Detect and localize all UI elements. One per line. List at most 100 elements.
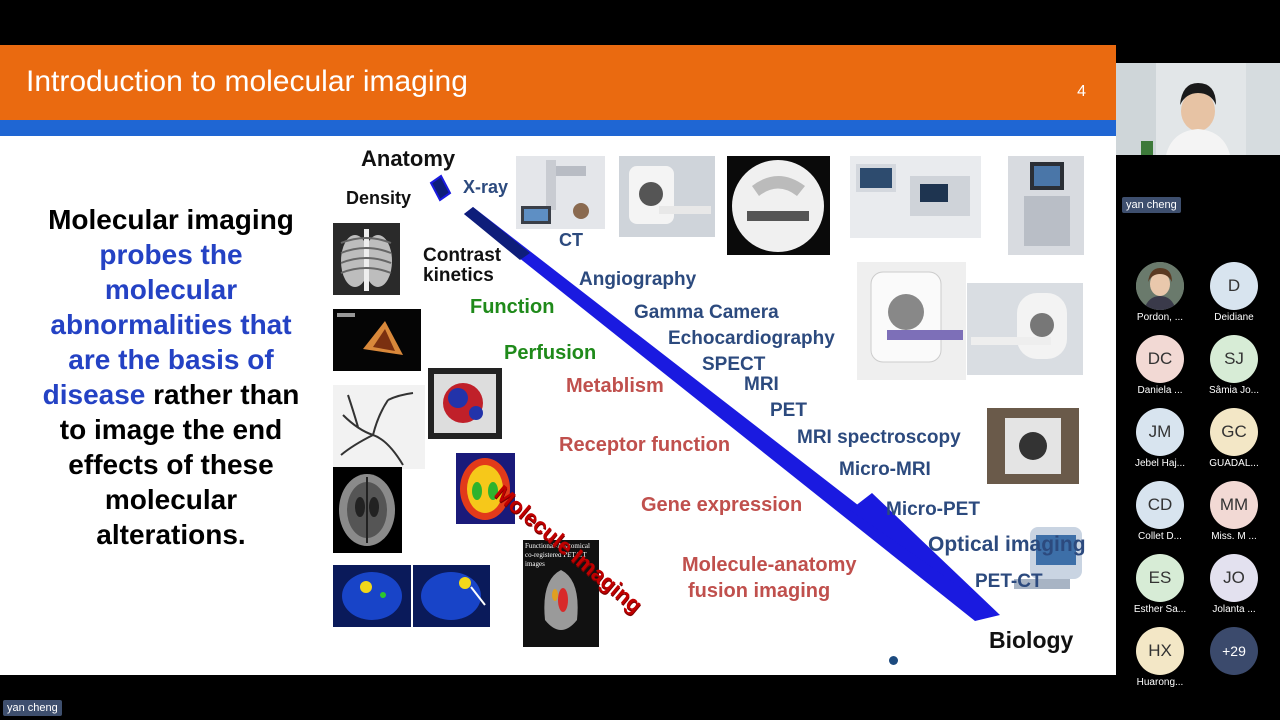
anatomy-biology-arrow xyxy=(429,174,1000,621)
echocardiogram-image xyxy=(333,309,421,371)
label-fusion-imaging: fusion imaging xyxy=(688,580,831,602)
cardiac-perfusion-image xyxy=(428,368,502,439)
chest-xray-image xyxy=(333,223,400,295)
label-contrast: Contrast xyxy=(423,245,502,266)
label-anatomy: Anatomy xyxy=(361,146,456,171)
label-perfusion: Perfusion xyxy=(504,342,597,364)
slide-stripe xyxy=(0,120,1116,136)
self-video-tile[interactable] xyxy=(1116,63,1280,155)
body-line: effects of these xyxy=(68,449,274,480)
body-line: molecular xyxy=(104,274,238,305)
pet-ct-mouse-image: Functional-Anatomical co-registered PET/… xyxy=(523,540,599,647)
pet-ct-caption: Functional-Anatomical co-registered PET/… xyxy=(525,542,590,568)
label-micro-pet: Micro-PET xyxy=(886,499,980,520)
brain-spect-image-2 xyxy=(413,565,490,627)
more-participants-button[interactable]: +29 xyxy=(1198,627,1270,675)
label-gamma-camera: Gamma Camera xyxy=(634,302,779,323)
label-xray: X-ray xyxy=(463,177,509,197)
angiogram-image xyxy=(333,385,425,469)
optical-imaging-system-image xyxy=(1010,523,1087,601)
self-name-label: yan cheng xyxy=(1122,197,1181,213)
participant-tile[interactable]: MM Miss. M ... xyxy=(1198,481,1270,542)
participant-avatar: SJ xyxy=(1210,335,1258,383)
participant-avatar: DC xyxy=(1136,335,1184,383)
participant-avatar: ES xyxy=(1136,554,1184,602)
ultrasound-machine-image xyxy=(1008,156,1084,255)
label-molecule-anatomy: Molecule-anatomy xyxy=(682,554,857,576)
body-line: to image the end xyxy=(59,414,283,445)
participant-tile[interactable]: ES Esther Sa... xyxy=(1124,554,1196,615)
label-angiography: Angiography xyxy=(579,269,697,290)
micro-mri-image xyxy=(987,408,1079,484)
slide-page-number: 4 xyxy=(1077,83,1086,100)
gamma-camera-image xyxy=(850,156,981,238)
participant-avatar: D xyxy=(1210,262,1258,310)
ct-scanner-image xyxy=(619,156,715,237)
participant-tile[interactable]: CD Collet D... xyxy=(1124,481,1196,542)
label-echocardiography: Echocardiography xyxy=(668,328,835,349)
body-word: disease xyxy=(42,379,146,410)
participant-tile[interactable]: JM Jebel Haj... xyxy=(1124,408,1196,469)
participant-tile[interactable]: DC Daniela ... xyxy=(1124,335,1196,396)
participant-name: Esther Sa... xyxy=(1133,604,1187,615)
participant-avatar: JO xyxy=(1210,554,1258,602)
label-micro-mri: Micro-MRI xyxy=(839,459,931,480)
participant-avatar: JM xyxy=(1136,408,1184,456)
slide-body-text: Molecular imaging probes the molecular a… xyxy=(16,202,326,552)
participant-avatar: MM xyxy=(1210,481,1258,529)
label-density: Density xyxy=(346,188,412,208)
participant-avatar: HX xyxy=(1136,627,1184,675)
body-line: alterations. xyxy=(96,519,246,550)
participant-avatar: CD xyxy=(1136,481,1184,529)
label-pet-ct: PET-CT xyxy=(975,571,1043,592)
participant-name: Sâmia Jo... xyxy=(1208,385,1260,396)
label-metablism: Metablism xyxy=(566,375,664,397)
label-function: Function xyxy=(470,296,555,318)
more-participants-count: +29 xyxy=(1210,627,1258,675)
participant-name: Miss. M ... xyxy=(1211,531,1257,542)
body-word: rather than xyxy=(145,379,300,410)
spect-scanner-image xyxy=(857,262,966,380)
brain-spect-image-1 xyxy=(333,565,411,627)
label-receptor-function: Receptor function xyxy=(559,434,731,456)
participant-tile[interactable]: SJ Sâmia Jo... xyxy=(1198,335,1270,396)
participant-name: Huarong... xyxy=(1136,677,1184,688)
slide-header: Introduction to molecular imaging 4 xyxy=(0,45,1116,120)
label-pet: PET xyxy=(770,400,807,421)
label-mri-spectroscopy: MRI spectroscopy xyxy=(797,427,961,448)
participant-tile[interactable]: JO Jolanta ... xyxy=(1198,554,1270,615)
presenter-name-label: yan cheng xyxy=(3,700,62,716)
slide-title: Introduction to molecular imaging xyxy=(26,65,468,98)
participant-name: Collet D... xyxy=(1138,531,1182,542)
angiography-c-arm-image xyxy=(727,156,830,255)
body-line: are the basis of xyxy=(68,344,274,375)
participant-name: GUADAL... xyxy=(1209,458,1259,469)
participant-name: Jebel Haj... xyxy=(1134,458,1186,469)
body-line: probes the xyxy=(99,239,243,270)
participant-name: Deidiane xyxy=(1214,312,1254,323)
label-mri: MRI xyxy=(744,374,779,395)
laser-pointer-dot xyxy=(889,656,898,665)
participant-avatar: GC xyxy=(1210,408,1258,456)
participant-photo xyxy=(1136,262,1184,310)
participants-panel: yan cheng Pordon, ... D Deidiane DC Dani… xyxy=(1116,0,1280,720)
label-biology: Biology xyxy=(989,627,1074,653)
label-optical-imaging: Optical imaging xyxy=(928,533,1086,556)
participant-tile[interactable]: GC GUADAL... xyxy=(1198,408,1270,469)
xray-machine-image xyxy=(516,156,605,229)
pet-scanner-image xyxy=(967,283,1083,375)
participant-name: Pordon, ... xyxy=(1136,312,1184,323)
participant-tile[interactable]: Pordon, ... xyxy=(1124,262,1196,323)
body-line: abnormalities that xyxy=(50,309,292,340)
presentation-slide: Introduction to molecular imaging 4 Mole… xyxy=(0,45,1116,675)
body-line: Molecular imaging xyxy=(48,204,294,235)
brain-pet-image xyxy=(456,453,515,524)
label-spect: SPECT xyxy=(702,354,766,375)
body-line: disease rather than xyxy=(16,377,326,412)
participant-tile[interactable]: HX Huarong... xyxy=(1124,627,1196,688)
label-kinetics: kinetics xyxy=(423,265,494,286)
label-gene-expression: Gene expression xyxy=(641,494,803,516)
participant-name: Daniela ... xyxy=(1137,385,1183,396)
participant-tile[interactable]: D Deidiane xyxy=(1198,262,1270,323)
participant-name: Jolanta ... xyxy=(1212,604,1256,615)
